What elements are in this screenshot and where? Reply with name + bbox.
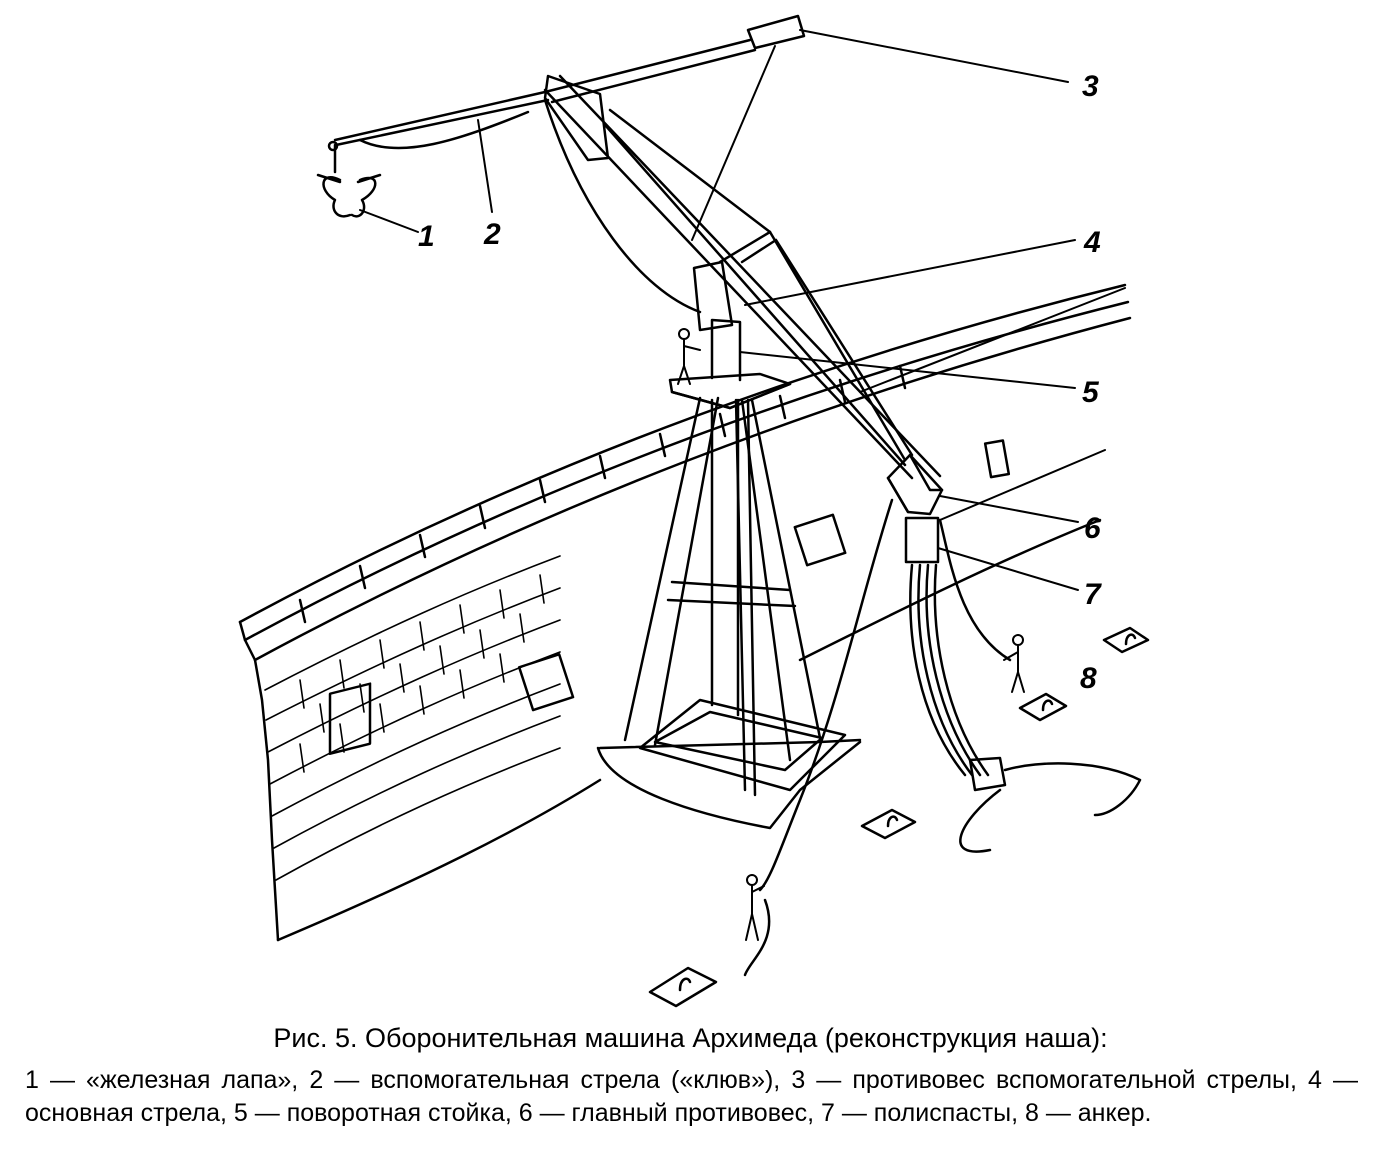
leader-3b [691,45,776,241]
iron-claw [316,140,382,218]
callout-labels: 1 2 3 4 5 6 7 8 [418,70,1102,695]
figure-caption: Рис. 5. Оборонительная машина Архимеда (… [273,1023,1108,1053]
figure-legend: 1 — «железная лапа», 2 — вспомогательная… [25,1066,1358,1127]
pulley-ropes [743,498,1142,977]
leader-extra-2 [859,287,1126,393]
leader-5 [739,351,1076,389]
leader-extra-1 [939,449,1106,521]
callout-8: 8 [1080,662,1097,695]
auxiliary-counterweight [746,14,806,50]
callout-5: 5 [1082,376,1100,409]
illustration: 1 2 3 4 5 6 7 8 [238,14,1150,1008]
auxiliary-boom [333,38,757,314]
operator-figures [677,328,1025,941]
leader-4 [744,239,1076,306]
leader-3a [799,29,1069,83]
callout-3: 3 [1082,70,1099,103]
leader-7 [937,547,1079,591]
leader-1 [359,209,419,233]
anchor-plates [648,626,1150,1008]
tower-frame [596,372,862,830]
archimedes-machine-figure: 1 2 3 4 5 6 7 8 [238,14,1150,1008]
leader-6 [939,495,1079,523]
callout-2: 2 [483,218,501,251]
callout-7: 7 [1084,578,1102,611]
main-counterweight [886,453,944,516]
fortress-wall [238,283,1132,942]
callout-1: 1 [418,220,435,253]
callout-leaders [359,29,1126,591]
main-boom [543,74,942,480]
callout-4: 4 [1083,226,1101,259]
rotating-post [692,260,742,382]
leader-2 [477,119,493,213]
callout-6: 6 [1084,512,1101,545]
